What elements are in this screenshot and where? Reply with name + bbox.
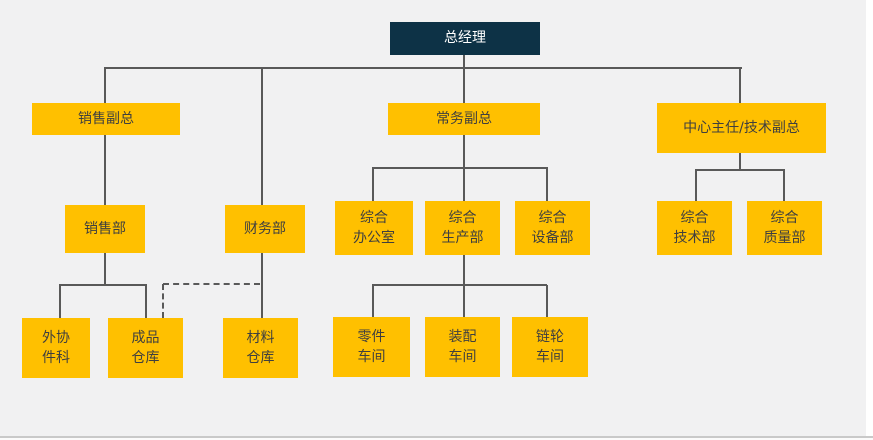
canvas-right-margin: [866, 0, 873, 440]
connector-drop-finance-dept: [261, 68, 263, 205]
connector-gm-down: [463, 55, 465, 68]
connector-drop-assembly-workshop: [463, 285, 465, 317]
connector-drop-general-office: [372, 168, 374, 201]
node-assembly-workshop[interactable]: 装配 车间: [425, 317, 500, 377]
node-executive-vp[interactable]: 常务副总: [388, 103, 540, 135]
connector-salesdept-horizontal: [59, 284, 147, 286]
connector-drop-quality: [783, 170, 785, 201]
node-center-director-tech-vp[interactable]: 中心主任/技术副总: [657, 103, 826, 153]
node-finance-dept[interactable]: 财务部: [225, 205, 305, 253]
connector-execvp-horizontal: [372, 167, 548, 169]
connector-drop-equipment: [546, 168, 548, 201]
connector-drop-sprocket-workshop: [546, 285, 548, 317]
connector-dashed-vertical: [162, 284, 164, 318]
node-general-production-dept[interactable]: 综合 生产部: [425, 201, 500, 255]
connector-top-horizontal: [104, 67, 742, 69]
connector-drop-sales-vp: [104, 68, 106, 103]
connector-execvp-down: [463, 135, 465, 168]
connector-finance-materials: [261, 253, 263, 318]
connector-salesvp-salesdept: [104, 135, 106, 205]
connector-drop-parts-workshop: [372, 285, 374, 317]
canvas-bottom-margin: [0, 438, 873, 440]
connector-production-down: [463, 255, 465, 285]
connector-salesdept-down: [104, 253, 106, 285]
node-general-manager[interactable]: 总经理: [390, 22, 540, 55]
node-sprocket-workshop[interactable]: 链轮 车间: [512, 317, 588, 377]
node-finished-goods-warehouse[interactable]: 成品 仓库: [108, 318, 183, 378]
canvas-bottom-edge: [0, 436, 873, 438]
connector-drop-finished-goods: [145, 285, 147, 318]
node-general-office[interactable]: 综合 办公室: [335, 201, 413, 255]
connector-drop-outsourced: [59, 285, 61, 318]
node-general-equipment-dept[interactable]: 综合 设备部: [515, 201, 590, 255]
node-sales-vp[interactable]: 销售副总: [32, 103, 180, 135]
node-general-technology-dept[interactable]: 综合 技术部: [657, 201, 732, 255]
connector-dashed-horizontal: [163, 283, 260, 285]
connector-director-horizontal: [695, 169, 785, 171]
connector-drop-production: [463, 168, 465, 201]
connector-drop-executive-vp: [463, 68, 465, 103]
connector-production-horizontal: [372, 284, 547, 286]
node-outsourced-parts-section[interactable]: 外协 件科: [22, 318, 90, 378]
node-materials-warehouse[interactable]: 材料 仓库: [223, 318, 298, 378]
node-parts-workshop[interactable]: 零件 车间: [333, 317, 410, 377]
connector-drop-center-director: [739, 68, 741, 103]
node-general-quality-dept[interactable]: 综合 质量部: [747, 201, 822, 255]
node-sales-dept[interactable]: 销售部: [65, 205, 145, 253]
connector-director-down: [739, 153, 741, 170]
connector-drop-technology: [695, 170, 697, 201]
